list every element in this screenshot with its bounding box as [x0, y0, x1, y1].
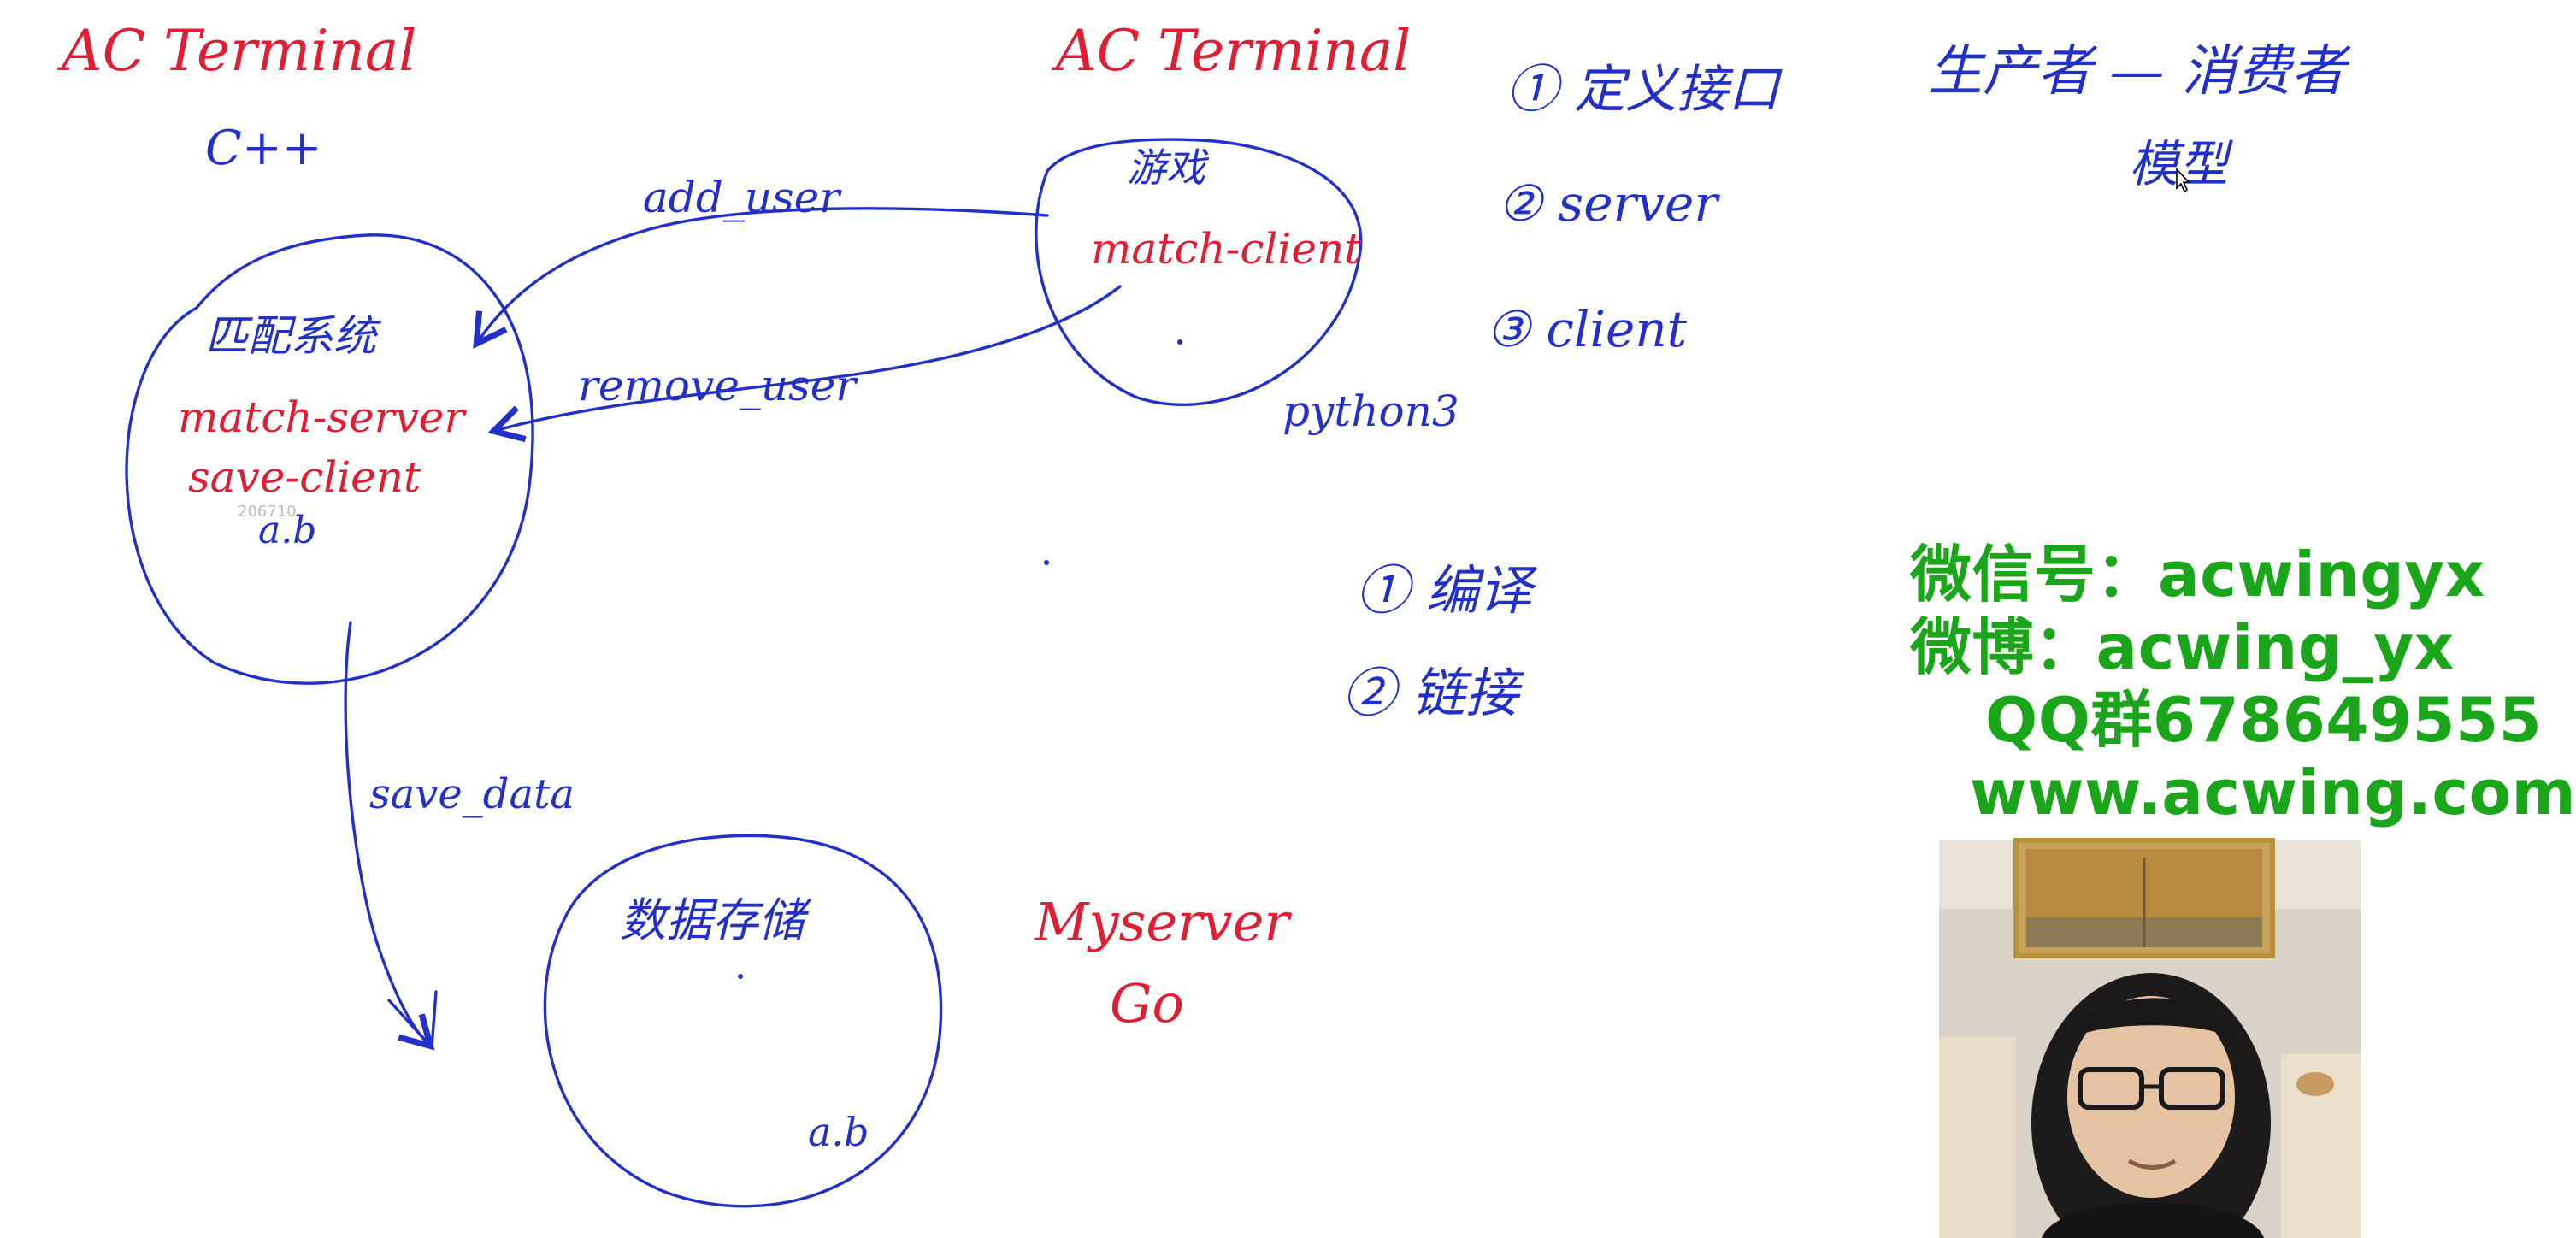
add-user-label: add_user	[643, 173, 842, 222]
step-server: ② server	[1498, 174, 1720, 233]
left-ab-label: a.b	[258, 509, 316, 552]
save-data-arrow	[344, 621, 435, 1051]
game-client-circle	[1035, 138, 1363, 406]
go-label: Go	[1110, 972, 1184, 1035]
watermark-site: www.acwing.com	[1970, 756, 2576, 828]
ink-dot	[1044, 560, 1049, 565]
step-define-interface: ① 定义接口	[1506, 60, 1783, 120]
compile-step: ① 编译	[1356, 559, 1538, 622]
match-system-title: 匹配系统	[205, 311, 382, 361]
link-step: ② 链接	[1342, 662, 1524, 724]
save-data-arrow-tail	[387, 990, 438, 1049]
webcam-image	[1939, 838, 2361, 1238]
save-client-label: save-client	[188, 452, 421, 502]
remove-user-arrow	[487, 285, 1122, 443]
right-terminal-label: AC Terminal	[1051, 18, 1411, 84]
webcam-overlay	[1939, 838, 2361, 1238]
whiteboard-drawing: AC Terminal C++ 匹配系统 match-server save-c…	[56, 18, 2351, 1208]
watermark-block: 微信号：acwingyx 微博：acwing_yx QQ群678649555 w…	[1910, 539, 2576, 829]
step-client: ③ client	[1486, 300, 1688, 358]
ink-dot	[738, 974, 743, 979]
game-label: 游戏	[1127, 144, 1210, 191]
data-storage-title: 数据存储	[620, 893, 811, 947]
myserver-label: Myserver	[1034, 891, 1292, 953]
match-system-circle	[125, 233, 534, 685]
data-storage-circle	[543, 834, 943, 1208]
watermark-qq: QQ群678649555	[1985, 683, 2543, 756]
match-server-label: match-server	[178, 392, 467, 442]
tiny-caption: 206710	[238, 503, 297, 521]
whiteboard-canvas: AC Terminal C++ 匹配系统 match-server save-c…	[56, 18, 2576, 1238]
left-terminal-label: AC Terminal	[56, 18, 416, 84]
producer-consumer-label: 生产者 — 消费者	[1928, 40, 2351, 103]
save-data-label: save_data	[369, 770, 575, 818]
watermark-weibo: 微博：acwing_yx	[1910, 610, 2455, 683]
remove-user-label: remove_user	[578, 361, 858, 410]
bottom-ab-label: a.b	[808, 1109, 869, 1155]
ink-dot	[1177, 339, 1182, 345]
python3-label: python3	[1282, 386, 1459, 436]
add-user-arrow	[473, 207, 1049, 349]
mouse-pointer-icon	[2176, 167, 2190, 193]
match-client-label: match-client	[1091, 224, 1362, 274]
left-language-label: C++	[205, 121, 322, 176]
watermark-wechat: 微信号：acwingyx	[1910, 539, 2485, 610]
